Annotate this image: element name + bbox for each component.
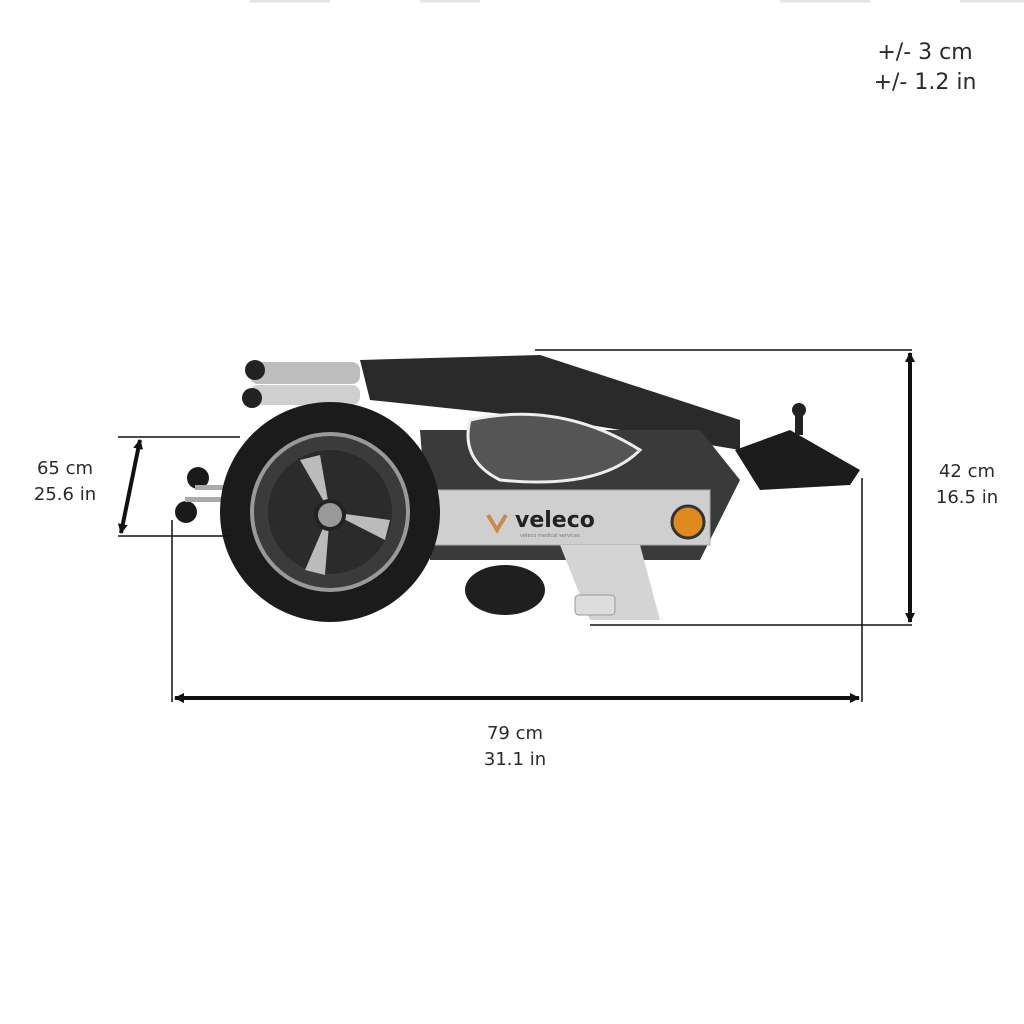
wheelchair-image (175, 355, 860, 622)
height-label: 42 cm 16.5 in (922, 459, 1012, 511)
tolerance-in: +/- 1.2 in (873, 70, 977, 95)
length-label: 79 cm 31.1 in (470, 721, 560, 773)
height-in: 16.5 in (935, 487, 999, 508)
depth-label: 65 cm 25.6 in (20, 456, 110, 508)
dimension-lines (118, 349, 912, 702)
depth-arrow (117, 439, 144, 534)
tolerance-label: +/- 3 cm +/- 1.2 in (860, 38, 990, 98)
brand-logo-text: veleco (515, 508, 595, 533)
depth-in: 25.6 in (33, 484, 97, 505)
tolerance-cm: +/- 3 cm (877, 40, 973, 65)
height-cm: 42 cm (938, 461, 996, 482)
depth-cm: 65 cm (36, 458, 94, 479)
length-cm: 79 cm (486, 723, 544, 744)
length-in: 31.1 in (483, 749, 547, 770)
brand-tagline: veleco medical services (520, 533, 580, 539)
